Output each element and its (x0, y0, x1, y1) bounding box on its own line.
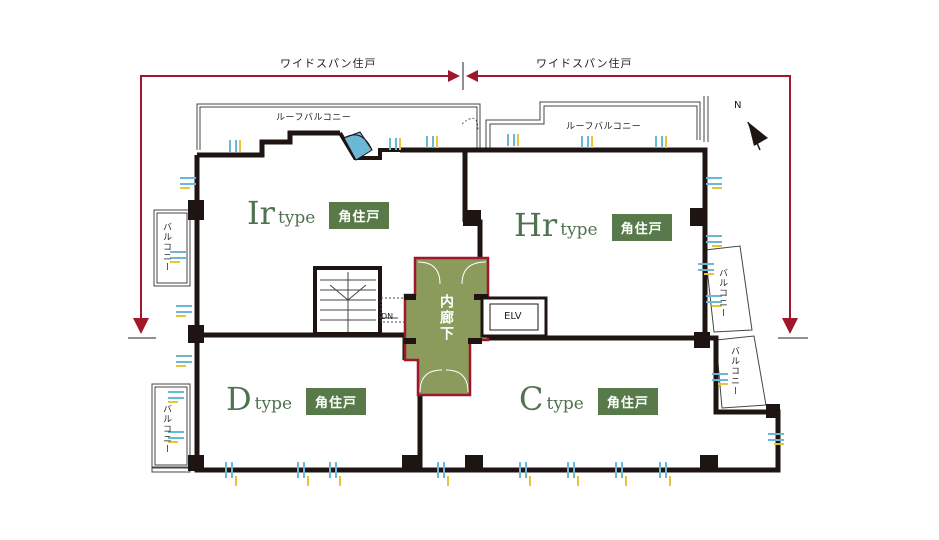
stairs-down-label: DN (381, 312, 394, 321)
balcony-label-hr: バルコニー (717, 268, 727, 318)
span-label-right: ワイドスパン住戸 (536, 57, 633, 70)
unit-hr-badge: 角住戸 (611, 214, 672, 241)
staircase (313, 266, 398, 336)
span-label-left: ワイドスパン住戸 (280, 57, 377, 70)
roof-door-swing (461, 117, 479, 131)
roof-balcony-left-label: ルーフバルコニー (276, 113, 352, 123)
unit-ir-type: type (277, 207, 316, 228)
unit-hr-letter: Hr (514, 205, 558, 244)
balcony-label-c: バルコニー (729, 346, 739, 396)
unit-c-type: type (546, 393, 584, 414)
north-arrow-icon: N (734, 100, 768, 151)
corridor-doors (417, 261, 487, 393)
unit-d: D type 角住戸 (226, 379, 367, 418)
corridor-label: 内廊下 (438, 294, 454, 342)
unit-d-badge: 角住戸 (306, 388, 367, 415)
svg-text:N: N (734, 100, 741, 111)
unit-hr-type: type (560, 219, 598, 240)
unit-hr: Hr type 角住戸 (514, 208, 672, 241)
elevator-label: ELV (504, 311, 522, 322)
unit-ir-badge: 角住戸 (329, 202, 390, 229)
unit-d-type: type (254, 393, 293, 414)
balcony-label-d: バルコニー (161, 404, 171, 454)
balcony-label-ir: バルコニー (161, 222, 171, 272)
unit-ir: Ir type 角住戸 (247, 193, 390, 232)
window-markers (168, 134, 784, 486)
span-guides (140, 75, 791, 330)
unit-d-letter: D (226, 379, 252, 418)
roof-balcony-outlines (196, 96, 709, 150)
elevator-shaft (480, 296, 548, 338)
unit-c: C type 角住戸 (519, 382, 658, 415)
roof-balcony-right-label: ルーフバルコニー (566, 122, 642, 132)
unit-c-letter: C (519, 379, 544, 418)
unit-ir-letter: Ir (247, 193, 275, 232)
span-arrowheads (133, 70, 798, 334)
unit-c-badge: 角住戸 (597, 388, 658, 415)
roof-entry-door (343, 131, 373, 161)
